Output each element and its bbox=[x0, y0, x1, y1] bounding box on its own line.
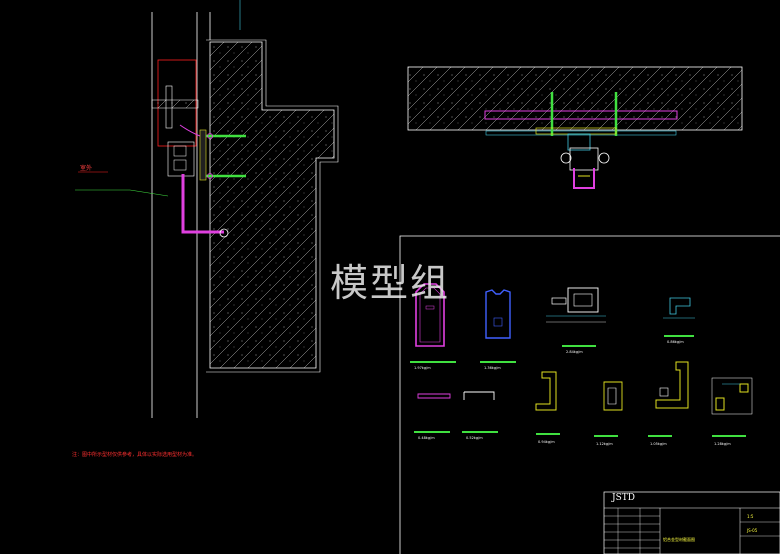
watermark-text: 模型组 bbox=[330, 261, 451, 305]
profile-caption: 1.97kg/m bbox=[414, 366, 431, 370]
profile-caption: 0.52kg/m bbox=[466, 436, 483, 440]
profile-caption: 0.94kg/m bbox=[538, 440, 555, 444]
title-block-drawing-name: 铝合金型材截面图 bbox=[663, 537, 695, 542]
wall-section bbox=[75, 0, 339, 418]
ceiling-detail bbox=[407, 66, 743, 189]
profile-caption: 1.05kg/m bbox=[650, 442, 667, 446]
profile-caption: 0.48kg/m bbox=[418, 436, 435, 440]
profile-caption: 1.28kg/m bbox=[714, 442, 731, 446]
profile-caption: 1.12kg/m bbox=[596, 442, 613, 446]
title-block-logo: JSTD bbox=[612, 493, 635, 503]
profile-sections bbox=[410, 283, 753, 437]
title-block-scale: 1:5 bbox=[747, 514, 754, 519]
profile-caption: 2.84kg/m bbox=[566, 350, 583, 354]
drawing-note: 注：图中所示型材仅供参考，具体以实际选用型材为准。 bbox=[72, 452, 198, 458]
profile-caption: 1.36kg/m bbox=[484, 366, 501, 370]
title-block-sheet-no: JS-05 bbox=[747, 528, 758, 533]
profile-caption: 0.86kg/m bbox=[667, 340, 684, 344]
callout-label: 室外 bbox=[80, 165, 93, 172]
sheet-frame bbox=[399, 235, 780, 554]
